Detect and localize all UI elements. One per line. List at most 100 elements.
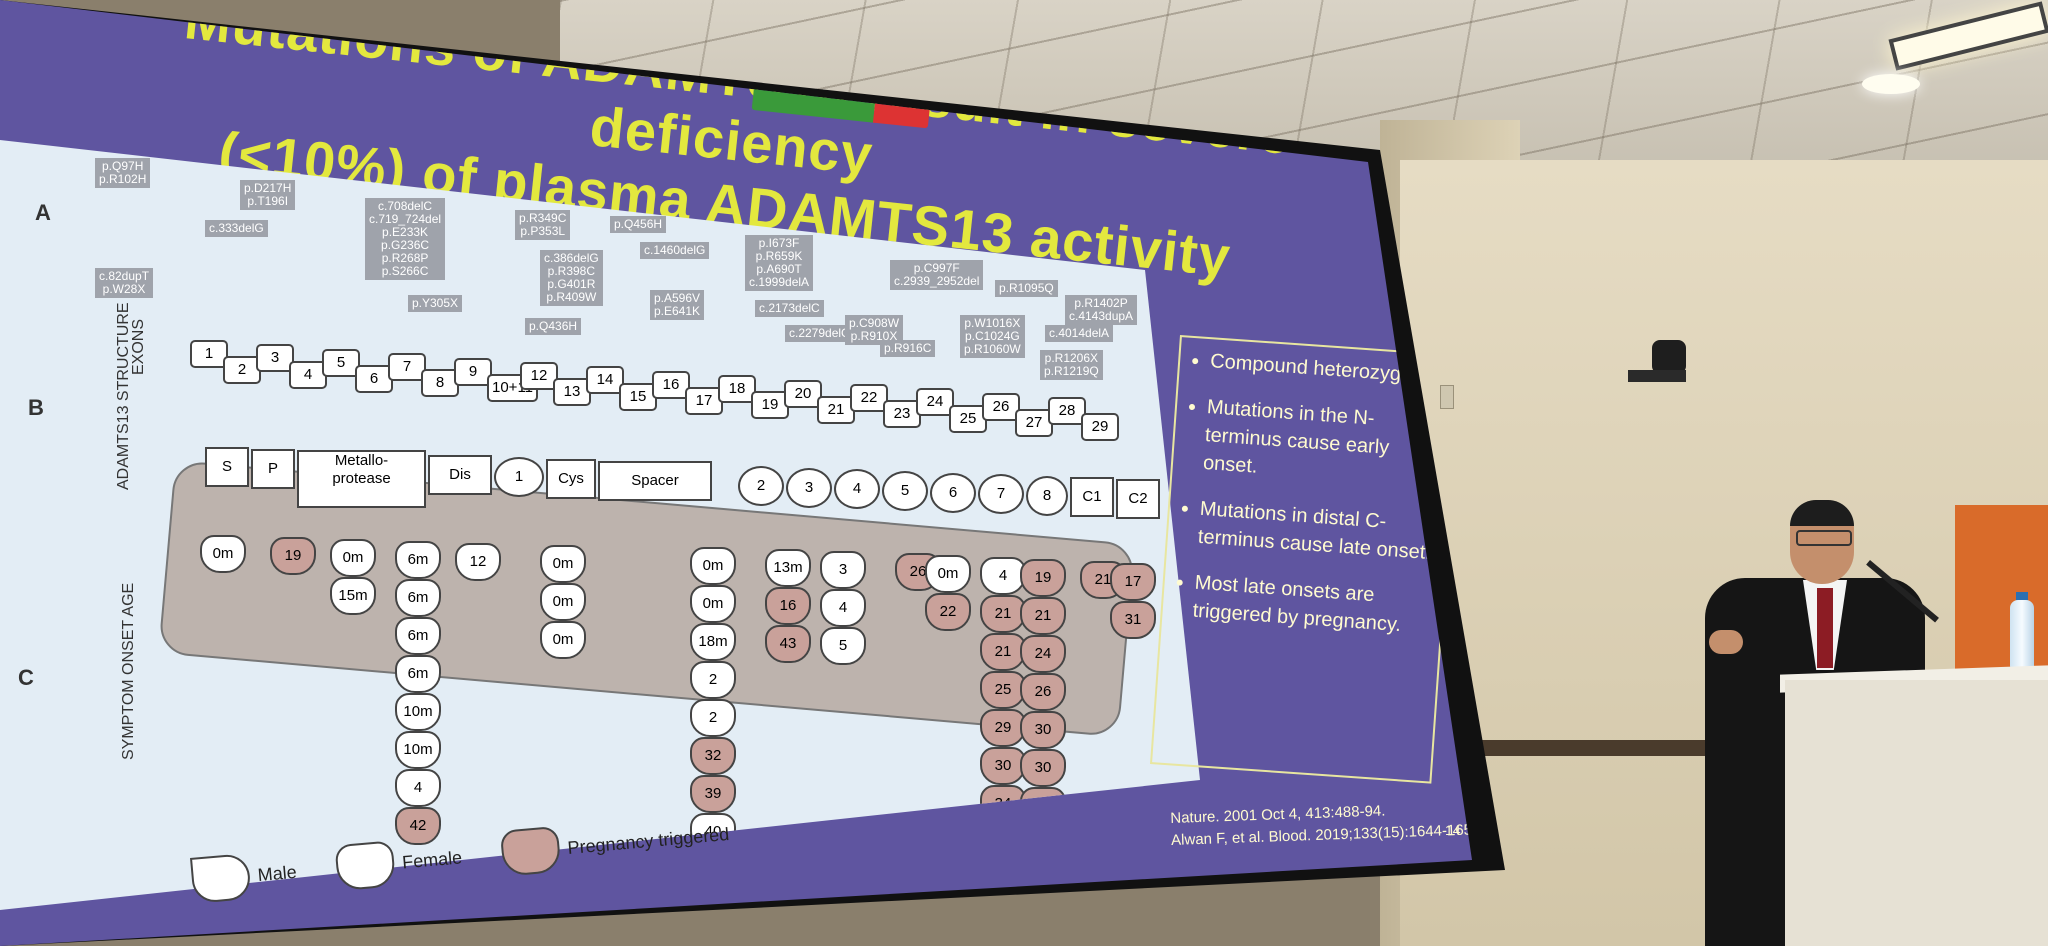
legend-female: Female (334, 834, 464, 892)
exon-box: 19 (751, 391, 789, 420)
exon-box: 26 (982, 392, 1020, 421)
exon-box: 15 (619, 382, 657, 411)
exon-box: 27 (1015, 409, 1053, 437)
onset-age-marker: 42 (395, 807, 441, 845)
onset-age-marker: 6m (395, 655, 441, 693)
references: Nature. 2001 Oct 4, 413:488-94. Alwan F,… (1170, 797, 1472, 852)
onset-age-marker: 30 (1020, 711, 1066, 749)
mutation-label: p.R1402P c.4143dupA (1065, 295, 1138, 325)
row-label-b: B (28, 395, 44, 420)
onset-label: SYMPTOM ONSET AGE (120, 582, 137, 760)
mutation-label: c.708delC c.719_724del p.E233K p.G236C p… (365, 198, 446, 280)
exon-box: 16 (652, 370, 690, 399)
legend-female-label: Female (401, 846, 463, 872)
onset-age-marker: 0m (540, 583, 586, 621)
onset-age-marker: 0m (925, 555, 971, 593)
exon-box: 20 (784, 379, 822, 408)
domain-box: 2 (738, 465, 784, 506)
onset-age-marker: 16 (765, 587, 811, 625)
onset-age-marker: 24 (1020, 635, 1066, 673)
projected-slide: Mutations of ADAMTS13 result in severe d… (0, 0, 1500, 946)
onset-age-marker: 3 (820, 551, 866, 589)
onset-age-marker: 19 (1020, 559, 1066, 597)
exon-box: 7 (388, 353, 426, 382)
domain-box: C1 (1070, 477, 1114, 518)
presenter-hair (1790, 500, 1854, 526)
domain-box: 3 (786, 467, 832, 508)
mutation-label: c.2173delC (755, 300, 824, 317)
onset-age-marker: 19 (270, 537, 316, 575)
onset-age-marker: 18m (690, 623, 736, 661)
onset-age-marker: 34 (980, 785, 1026, 823)
mutation-label: p.I673F p.R659K p.A690T c.1999delA (745, 235, 814, 291)
onset-age-marker: 67 (980, 899, 1026, 910)
domain-box: 4 (834, 469, 880, 510)
onset-age-marker: 0m (690, 585, 736, 623)
onset-age-marker: 0m (540, 545, 586, 583)
mutation-label: p.Q97H p.R102H (95, 158, 151, 188)
onset-age-marker: 22 (925, 593, 971, 631)
exon-box: 13 (553, 378, 591, 407)
onset-age-marker: 12 (455, 543, 501, 581)
mutation-label: c.2279delG (785, 325, 855, 342)
onset-age-marker: 2 (690, 699, 736, 737)
mutation-label: p.W1016X p.C1024G p.R1060W (960, 315, 1025, 358)
onset-age-marker: 5 (820, 627, 866, 665)
mutation-label: p.Y305X (408, 295, 463, 312)
domain-box: Cys (546, 459, 596, 500)
domain-box: Metallo- protease (297, 450, 426, 509)
podium (1785, 680, 2048, 946)
legend-male-label: Male (256, 861, 298, 885)
exon-box: 12 (520, 362, 558, 390)
onset-age-marker: 6m (395, 541, 441, 579)
mutation-figure: A B C EXONS ADAMTS13 STRUCTURE SYMPTOM O… (0, 140, 1200, 910)
onset-age-marker: 15m (330, 577, 376, 615)
onset-age-marker: 30 (980, 747, 1026, 785)
downlight (1862, 74, 1920, 94)
mutation-label: p.A596V p.E641K (650, 290, 705, 320)
onset-age-marker: 39 (690, 775, 736, 813)
bullet-c-terminus: Mutations in distal C-terminus cause lat… (1197, 495, 1434, 567)
onset-age-marker: 0m (540, 621, 586, 659)
onset-age-marker: 32 (690, 737, 736, 775)
exon-box: 3 (256, 344, 294, 373)
onset-age-marker: 6m (395, 617, 441, 655)
onset-age-marker: 49 (1020, 863, 1066, 901)
onset-age-marker: 0m (690, 547, 736, 585)
exon-box: 9 (454, 357, 492, 386)
domain-box: 5 (882, 470, 928, 511)
legend-pregnancy-label: Pregnancy triggered (566, 823, 730, 858)
presenter-glasses (1796, 530, 1852, 546)
bullet-pregnancy: Most late onsets are triggered by pregna… (1192, 569, 1429, 641)
mutation-label: p.R1095Q (995, 280, 1058, 297)
legend-male: Male (190, 849, 299, 904)
domain-box: 6 (930, 472, 976, 513)
exon-box: 29 (1081, 413, 1119, 442)
domain-box: 8 (1026, 475, 1068, 516)
exon-box: 21 (817, 395, 855, 424)
mutation-label: p.R1206X p.R1219Q (1040, 350, 1103, 380)
domain-box: P (251, 448, 295, 489)
domain-box: 7 (978, 474, 1024, 515)
mutation-label: c.1460delG (640, 242, 710, 259)
slide-number: 14 (1445, 822, 1461, 838)
onset-age-marker: 13m (765, 549, 811, 587)
wall-camera (1628, 340, 1698, 388)
onset-age-marker: 31 (1110, 601, 1156, 639)
row-label-a: A (35, 200, 51, 225)
onset-age-marker: 6m (395, 579, 441, 617)
domain-box: Spacer (598, 460, 712, 501)
female-shape (334, 840, 397, 892)
mutation-label: p.Q436H (525, 318, 582, 335)
onset-age-marker: 30 (1020, 749, 1066, 787)
domain-box: Dis (428, 454, 492, 495)
mutation-label: p.C997F c.2939_2952del (890, 260, 984, 290)
onset-age-marker: 0m (330, 539, 376, 577)
exon-box: 1 (190, 340, 228, 368)
exon-box: 25 (949, 404, 987, 433)
onset-age-marker: 43 (1020, 825, 1066, 863)
domain-box: C2 (1116, 479, 1160, 520)
mutation-label: p.R916C (880, 340, 936, 357)
onset-age-marker: 43 (765, 625, 811, 663)
onset-age-marker: 39 (1020, 787, 1066, 825)
